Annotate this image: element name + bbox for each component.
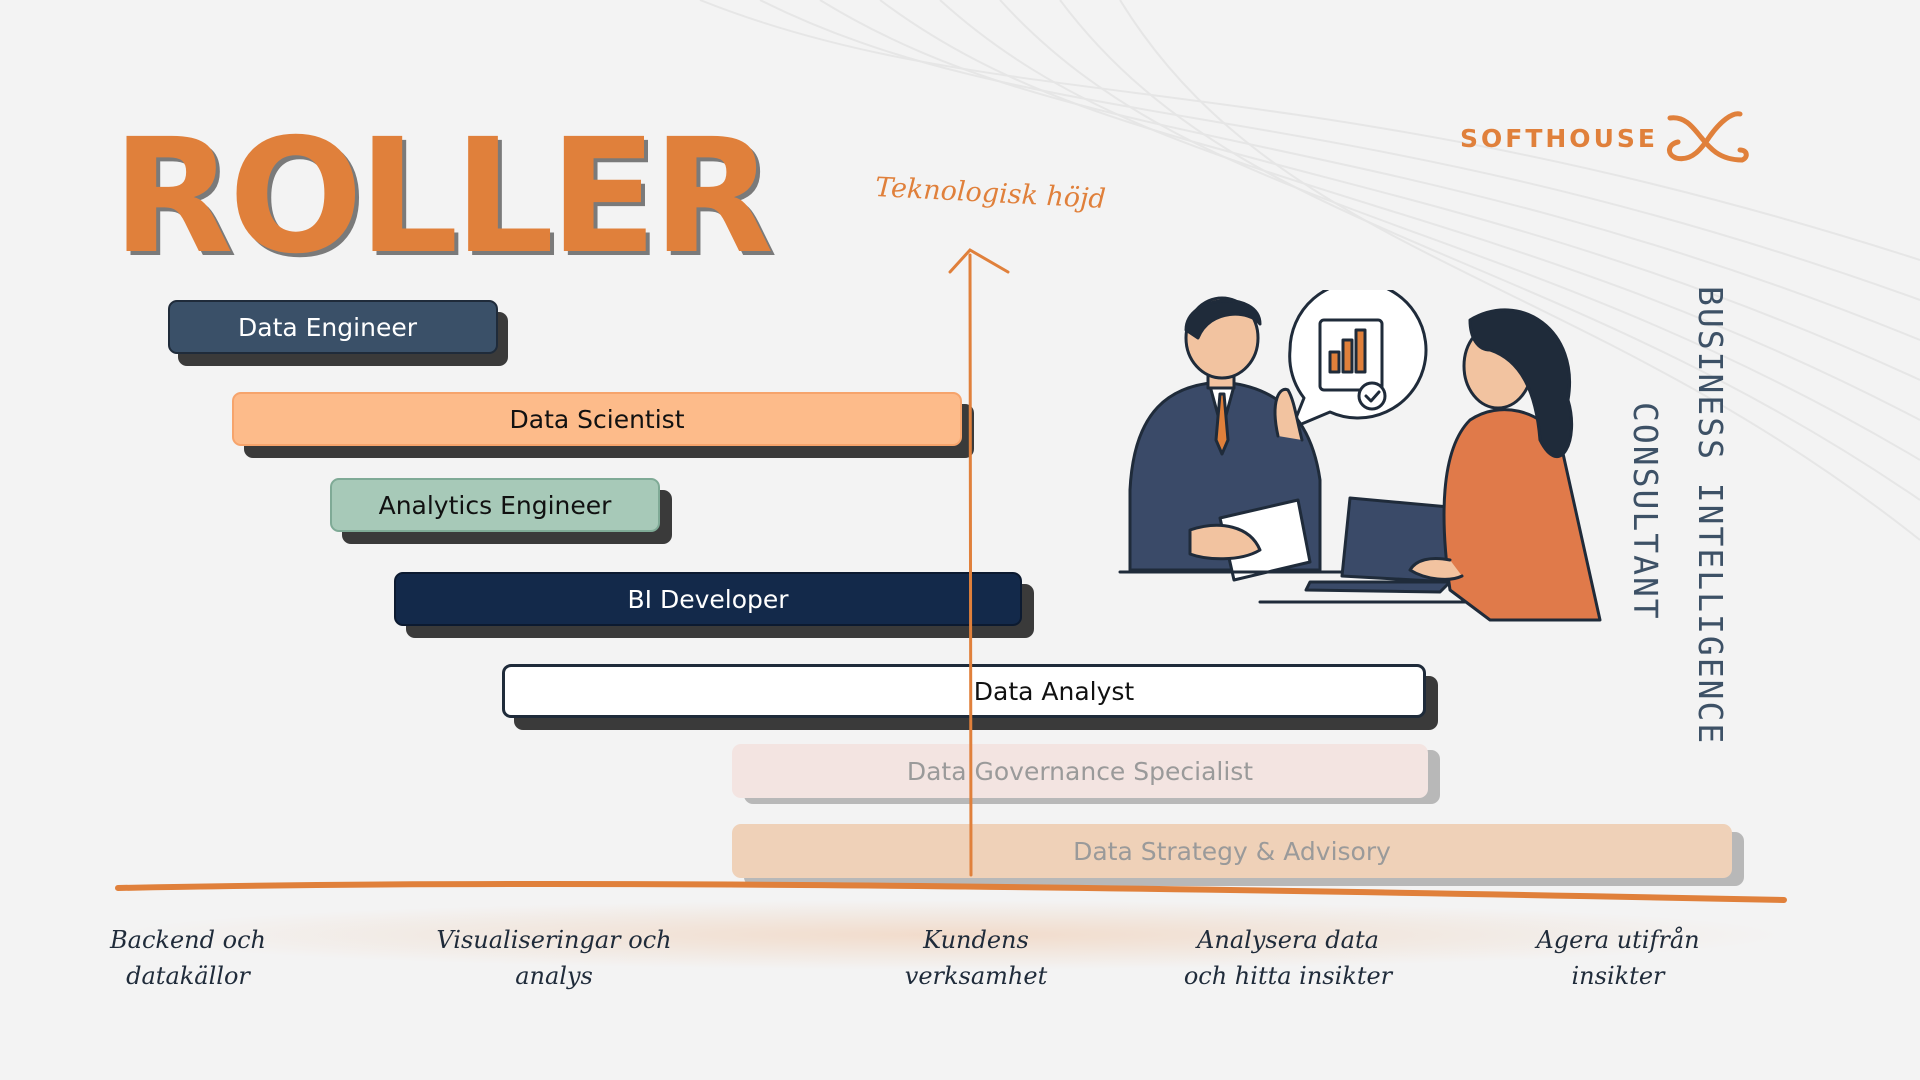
role-bar-data-governance-specialist: Data Governance Specialist bbox=[732, 744, 1428, 798]
consultant-label: CONSULTANT bbox=[1626, 402, 1665, 621]
role-label: Data Scientist bbox=[509, 404, 685, 434]
role-bar-analytics-engineer: Analytics Engineer bbox=[330, 478, 660, 532]
footer-line: datakällor bbox=[126, 962, 250, 990]
role-label: Data Strategy & Advisory bbox=[1073, 836, 1391, 866]
role-bar-data-scientist: Data Scientist bbox=[232, 392, 962, 446]
softhouse-x-icon bbox=[1666, 111, 1749, 163]
page-title: ROLLER bbox=[112, 105, 774, 289]
role-bar-data-analyst: Data Analyst bbox=[502, 664, 1426, 718]
role-bar-data-strategy-advisory: Data Strategy & Advisory bbox=[732, 824, 1732, 878]
footer-line: Visualiseringar och bbox=[436, 926, 672, 954]
footer-label-backend: Backend och datakällor bbox=[48, 922, 328, 994]
footer-line: verksamhet bbox=[904, 962, 1048, 990]
footer-line: Agera utifrån bbox=[1536, 926, 1700, 954]
role-label: BI Developer bbox=[627, 584, 789, 614]
footer-label-act-on-insights: Agera utifrån insikter bbox=[1478, 922, 1758, 994]
footer-line: analys bbox=[515, 962, 593, 990]
footer-line: Analysera data bbox=[1197, 926, 1379, 954]
footer-line: Backend och bbox=[110, 926, 266, 954]
footer-glow bbox=[110, 900, 1790, 970]
role-bar-data-engineer: Data Engineer bbox=[168, 300, 498, 354]
business-intelligence-label: BUSINESS INTELLIGENCE bbox=[1691, 286, 1730, 746]
footer-line: och hitta insikter bbox=[1183, 962, 1393, 990]
role-label: Data Analyst bbox=[973, 676, 1135, 706]
consultation-illustration bbox=[1118, 290, 1602, 622]
footer-line: insikter bbox=[1571, 962, 1665, 990]
logo-text: SOFTHOUSE bbox=[1460, 123, 1658, 153]
role-bar-bi-developer: BI Developer bbox=[394, 572, 1022, 626]
softhouse-logo: SOFTHOUSE bbox=[1460, 108, 1750, 168]
role-label: Data Governance Specialist bbox=[906, 756, 1254, 786]
footer-label-visualisations: Visualiseringar och analys bbox=[414, 922, 694, 994]
footer-label-analyse-data: Analysera data och hitta insikter bbox=[1148, 922, 1428, 994]
role-label: Data Engineer bbox=[238, 312, 417, 342]
footer-line: Kundens bbox=[923, 926, 1029, 954]
role-label: Analytics Engineer bbox=[378, 490, 612, 520]
footer-label-customer-business: Kundens verksamhet bbox=[836, 922, 1116, 994]
